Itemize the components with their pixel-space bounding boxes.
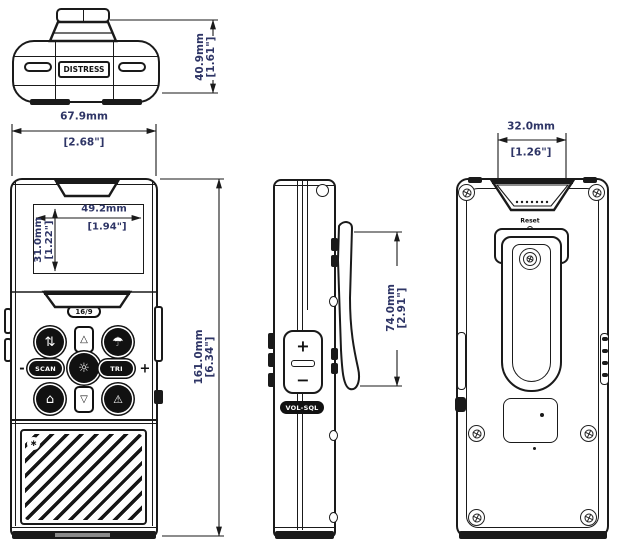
grille-slats <box>25 434 142 520</box>
screw-icon <box>458 184 475 201</box>
back-left-knob <box>455 397 466 412</box>
screw-icon <box>468 425 485 442</box>
dim-back-width-mm: 32.0mm <box>507 120 555 133</box>
dim-front-height: 161.0mm [6.34"] <box>193 329 216 384</box>
key-mem: ⌂ <box>36 385 64 413</box>
key-16-9: 16/9 <box>67 305 101 318</box>
reset-label: Reset <box>520 217 540 225</box>
key-ok: ☼ <box>69 353 99 383</box>
dim-screen-height-mm: 31.0mm <box>33 217 44 263</box>
memory-icon: ⌂ <box>45 391 55 407</box>
dim-screen-width-mm: 49.2mm <box>81 203 127 215</box>
distress-button: DISTRESS <box>58 61 110 78</box>
back-right-key <box>600 333 609 385</box>
side-notch <box>329 512 338 523</box>
back-left-key <box>457 332 466 390</box>
key-down: ▽ <box>74 386 94 413</box>
key-hl: ⇅ <box>36 328 64 356</box>
volume-minus: − <box>296 370 310 390</box>
dim-clip-height-in: [2.91"] <box>396 287 408 329</box>
belt-clip-side <box>336 221 360 391</box>
speaker-grille: ∗ <box>20 429 147 525</box>
screw-icon <box>468 509 485 526</box>
vol-sql-label-pill: VOL-SQL <box>280 401 324 414</box>
side-notch <box>329 296 338 307</box>
key-scan: SCAN <box>29 361 62 376</box>
key-16-9-label: 16/9 <box>75 307 93 316</box>
belt-clip-inner <box>512 244 551 382</box>
tri-label: TRI <box>110 364 123 373</box>
distress-label: DISTRESS <box>63 65 105 74</box>
down-arrow-icon: ▽ <box>80 394 88 405</box>
strap-hole <box>316 184 329 197</box>
mic-hole: ∗ <box>27 437 40 450</box>
mic-icon: ∗ <box>29 438 38 449</box>
rocker-slot <box>291 360 315 367</box>
key-tri: TRI <box>100 361 133 376</box>
dim-screen-height-in: [1.22"] <box>44 220 55 260</box>
volume-plus: + <box>296 336 310 356</box>
side-key-bump <box>4 308 12 334</box>
plus-sign: + <box>139 361 151 377</box>
top-slot-right <box>118 62 146 72</box>
scan-label: SCAN <box>35 364 56 373</box>
dim-back-width-in: [1.26"] <box>510 146 552 159</box>
dim-screen-height: 31.0mm [1.22"] <box>33 217 55 263</box>
key-alert: ⚠ <box>104 385 132 413</box>
key-up: △ <box>74 326 94 353</box>
dim-front-height-in: [6.34"] <box>204 336 216 378</box>
clip-screw-icon <box>519 248 541 270</box>
dim-front-width-in: [2.68"] <box>63 136 105 149</box>
ok-menu-icon: ☼ <box>78 360 90 376</box>
side-notch <box>329 430 338 441</box>
hl-icon: ⇅ <box>44 334 56 350</box>
dim-front-width-mm: 67.9mm <box>60 110 108 123</box>
battery-plate <box>503 398 558 443</box>
dim-clip-height: 74.0mm [2.91"] <box>385 284 408 332</box>
screw-icon <box>580 509 597 526</box>
minus-sign: - <box>19 361 25 377</box>
screw-icon <box>588 184 605 201</box>
key-wx: ☂ <box>104 328 132 356</box>
top-slot-left <box>24 62 52 72</box>
alert-icon: ⚠ <box>113 392 123 406</box>
antenna-base <box>48 20 118 43</box>
side-latch <box>154 390 163 404</box>
dim-screen-width-in: [1.94"] <box>87 221 127 233</box>
dim-line-front-width <box>11 124 157 176</box>
side-key-bump <box>4 338 12 362</box>
weather-icon: ☂ <box>112 334 124 350</box>
vol-sql-label: VOL-SQL <box>285 403 319 412</box>
up-arrow-icon: △ <box>80 334 88 345</box>
dim-top-height-in: [1.61"] <box>205 36 217 78</box>
screw-icon <box>580 425 597 442</box>
side-key-bump <box>154 306 163 362</box>
dim-top-height: 40.9mm [1.61"] <box>194 33 217 81</box>
